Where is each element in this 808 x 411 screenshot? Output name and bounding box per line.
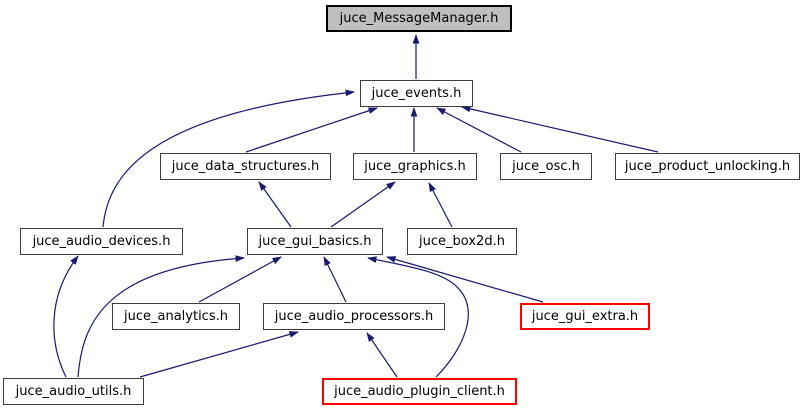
edge-data-structures-to-events bbox=[245, 107, 378, 153]
node-juce-box2d[interactable]: juce_box2d.h bbox=[407, 228, 517, 255]
node-juce-graphics[interactable]: juce_graphics.h bbox=[353, 153, 477, 180]
edge-gui-basics-to-data-structures bbox=[258, 181, 292, 228]
edge-gui-basics-to-graphics bbox=[330, 181, 396, 228]
node-juce-osc[interactable]: juce_osc.h bbox=[500, 153, 592, 180]
edge-audio-utils-to-audio-devices bbox=[53, 255, 79, 378]
node-juce-messagemanager: juce_MessageManager.h bbox=[326, 5, 512, 32]
node-juce-gui-basics[interactable]: juce_gui_basics.h bbox=[247, 228, 383, 255]
edge-gui-extra-to-gui-basics bbox=[386, 256, 544, 303]
node-juce-events[interactable]: juce_events.h bbox=[360, 80, 473, 107]
edge-audio-devices-to-events bbox=[102, 89, 355, 228]
node-juce-product-unlocking[interactable]: juce_product_unlocking.h bbox=[615, 153, 800, 180]
edge-analytics-to-gui-basics bbox=[198, 256, 282, 303]
node-juce-audio-plugin-client[interactable]: juce_audio_plugin_client.h bbox=[322, 378, 517, 405]
node-juce-audio-devices[interactable]: juce_audio_devices.h bbox=[20, 228, 183, 255]
node-juce-audio-utils[interactable]: juce_audio_utils.h bbox=[3, 378, 144, 405]
edge-osc-to-events bbox=[436, 107, 522, 153]
node-juce-gui-extra[interactable]: juce_gui_extra.h bbox=[520, 303, 650, 330]
edge-audio-plugin-client-to-audio-processors bbox=[366, 332, 398, 378]
edge-audio-plugin-client-to-gui-basics bbox=[367, 256, 469, 378]
node-juce-analytics[interactable]: juce_analytics.h bbox=[112, 303, 240, 330]
node-juce-audio-processors[interactable]: juce_audio_processors.h bbox=[263, 303, 445, 330]
edge-product-unlocking-to-events bbox=[461, 105, 659, 153]
edge-audio-utils-to-gui-basics bbox=[77, 255, 245, 378]
edge-audio-utils-to-audio-processors bbox=[139, 331, 299, 378]
node-juce-data-structures[interactable]: juce_data_structures.h bbox=[160, 153, 331, 180]
edge-box2d-to-graphics bbox=[428, 182, 453, 228]
edge-audio-processors-to-gui-basics bbox=[323, 256, 347, 303]
